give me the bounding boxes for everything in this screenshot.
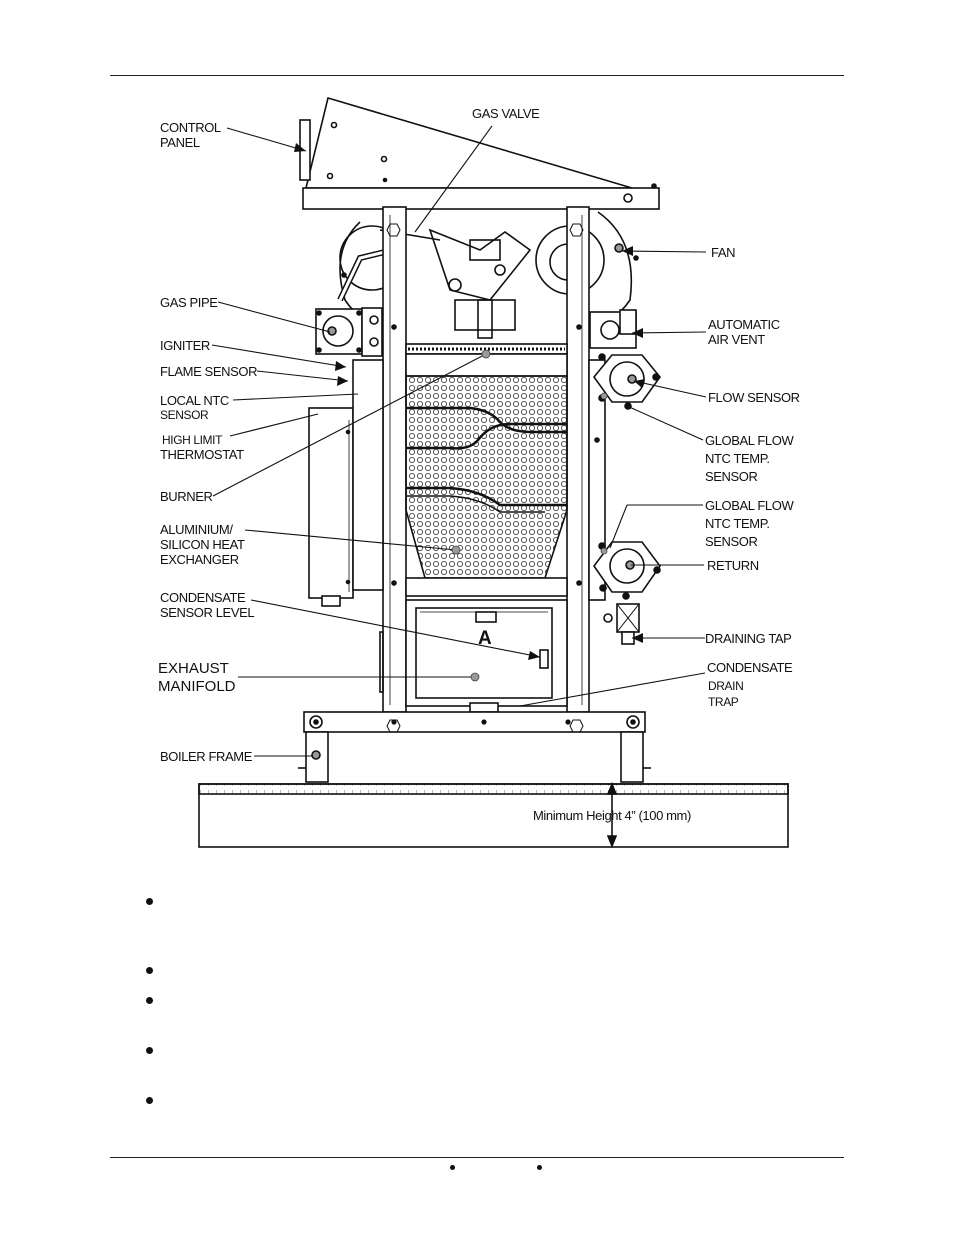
label-global-flow-ntc-2-line2: NTC TEMP. xyxy=(705,516,770,531)
label-exhaust-manifold-line2: MANIFOLD xyxy=(158,678,236,695)
label-flow-sensor: FLOW SENSOR xyxy=(708,390,800,405)
label-high-limit-thermostat-line1: HIGH LIMIT xyxy=(162,433,223,447)
footer-dot-right xyxy=(537,1165,542,1170)
label-return: RETURN xyxy=(707,558,759,573)
diagram-labels: CONTROL PANEL GAS VALVE FAN GAS PIPE AUT… xyxy=(158,106,800,823)
label-condensate-sensor-level-line2: SENSOR LEVEL xyxy=(160,605,254,620)
label-high-limit-thermostat-line2: THERMOSTAT xyxy=(160,447,244,462)
label-fan: FAN xyxy=(711,245,735,260)
bullet-marker-5 xyxy=(146,1097,153,1104)
label-global-flow-ntc-2-line3: SENSOR xyxy=(705,534,758,549)
leader-lines xyxy=(211,125,707,757)
heat-exchanger xyxy=(405,353,568,597)
bullet-marker-1 xyxy=(146,898,153,905)
label-local-ntc-sensor-line2: SENSOR xyxy=(160,408,209,422)
boiler-drawing xyxy=(198,96,789,849)
control-panel xyxy=(299,96,660,210)
label-condensate-drain-trap-line1: CONDENSATE xyxy=(707,660,793,675)
label-condensate-drain-trap-line3: TRAP xyxy=(708,695,739,709)
label-igniter: IGNITER xyxy=(160,338,210,353)
label-draining-tap: DRAINING TAP xyxy=(705,631,791,646)
gas-pipe xyxy=(315,249,386,357)
bullet-marker-4 xyxy=(146,1047,153,1054)
label-automatic-air-vent-line2: AIR VENT xyxy=(708,332,765,347)
plinth xyxy=(198,781,789,849)
label-burner: BURNER xyxy=(160,489,213,504)
label-flame-sensor: FLAME SENSOR xyxy=(160,364,257,379)
return-connection-body xyxy=(593,541,661,600)
bullet-marker-3 xyxy=(146,997,153,1004)
label-condensate-drain-trap-line2: DRAIN xyxy=(708,679,743,693)
section-letter-a: A xyxy=(478,628,492,649)
label-local-ntc-sensor-line1: LOCAL NTC xyxy=(160,393,229,408)
label-global-flow-ntc-1-line1: GLOBAL FLOW xyxy=(705,433,794,448)
label-automatic-air-vent-line1: AUTOMATIC xyxy=(708,317,780,332)
label-minimum-height: Minimum Height 4” (100 mm) xyxy=(533,808,691,823)
label-boiler-frame: BOILER FRAME xyxy=(160,749,253,764)
label-gas-valve: GAS VALVE xyxy=(472,106,540,121)
leader-arrowheads xyxy=(294,143,645,660)
label-control-panel-line2: PANEL xyxy=(160,135,200,150)
footer-rule xyxy=(110,1157,844,1158)
header-rule xyxy=(110,75,844,76)
label-global-flow-ntc-1-line3: SENSOR xyxy=(705,469,758,484)
boiler-frame xyxy=(298,711,651,783)
label-global-flow-ntc-1-line2: NTC TEMP. xyxy=(705,451,770,466)
label-exhaust-manifold-line1: EXHAUST xyxy=(158,660,229,677)
label-control-panel-line1: CONTROL xyxy=(160,120,221,135)
label-condensate-sensor-level-line1: CONDENSATE xyxy=(160,590,246,605)
label-global-flow-ntc-2-line1: GLOBAL FLOW xyxy=(705,498,794,513)
side-components xyxy=(308,359,606,607)
bullet-marker-2 xyxy=(146,967,153,974)
label-heat-exchanger-line1: ALUMINIUM/ xyxy=(160,522,233,537)
label-heat-exchanger-line2: SILICON HEAT xyxy=(160,537,245,552)
callout-dots xyxy=(451,349,608,682)
draining-tap-body xyxy=(603,603,640,645)
frame-rails xyxy=(382,206,590,713)
exhaust-manifold xyxy=(379,599,568,713)
label-gas-pipe: GAS PIPE xyxy=(160,295,218,310)
automatic-air-vent xyxy=(589,309,637,349)
footer-dot-left xyxy=(450,1165,455,1170)
label-heat-exchanger-line3: EXCHANGER xyxy=(160,552,239,567)
